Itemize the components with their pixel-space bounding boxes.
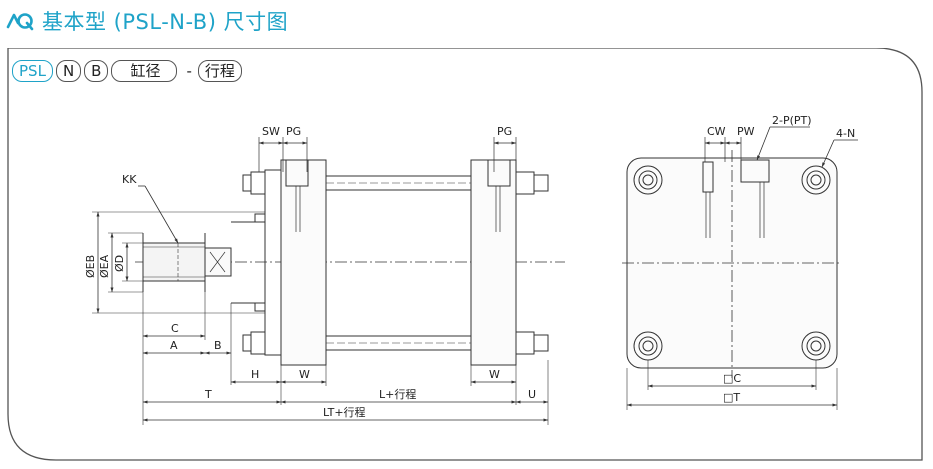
dim-port: 2-P(PT) bbox=[772, 114, 812, 127]
model-type-box: N bbox=[55, 60, 82, 82]
dim-w-left: W bbox=[299, 368, 310, 381]
dim-pg-left: PG bbox=[286, 125, 301, 138]
model-option-box: B bbox=[84, 60, 109, 82]
dim-sw: SW bbox=[262, 125, 280, 138]
dim-t: T bbox=[204, 388, 212, 401]
dim-w-right: W bbox=[489, 368, 500, 381]
dim-lt-stroke: LT+行程 bbox=[323, 406, 366, 419]
model-stroke-box: 行程 bbox=[197, 60, 242, 82]
dim-b: B bbox=[214, 339, 222, 352]
dim-ea: ØEA bbox=[98, 254, 111, 278]
dim-sq-c: □C bbox=[723, 372, 741, 385]
model-code: PSL N B 缸径 - 行程 bbox=[12, 60, 245, 82]
model-separator: - bbox=[186, 62, 192, 80]
dim-eb: ØEB bbox=[84, 255, 97, 278]
dim-u: U bbox=[528, 388, 536, 401]
dim-sq-t: □T bbox=[723, 391, 740, 404]
model-bore-box: 缸径 bbox=[111, 60, 178, 82]
dim-hole: 4-N bbox=[836, 127, 855, 140]
dim-l-stroke: L+行程 bbox=[379, 388, 416, 401]
dim-h: H bbox=[251, 368, 259, 381]
dim-cw: CW bbox=[707, 125, 726, 138]
title-bar: 基本型 (PSL-N-B) 尺寸图 bbox=[6, 5, 288, 37]
drawing-frame bbox=[6, 48, 924, 462]
dim-d: ØD bbox=[113, 255, 126, 272]
page-title: 基本型 (PSL-N-B) 尺寸图 bbox=[42, 10, 289, 34]
dim-pw: PW bbox=[737, 125, 755, 138]
dim-c: C bbox=[171, 322, 179, 335]
dim-kk: KK bbox=[122, 173, 137, 186]
brand-logo-icon bbox=[6, 13, 34, 31]
model-series-box: PSL bbox=[12, 60, 53, 82]
dim-pg-right: PG bbox=[497, 125, 512, 138]
dim-a: A bbox=[170, 339, 178, 352]
